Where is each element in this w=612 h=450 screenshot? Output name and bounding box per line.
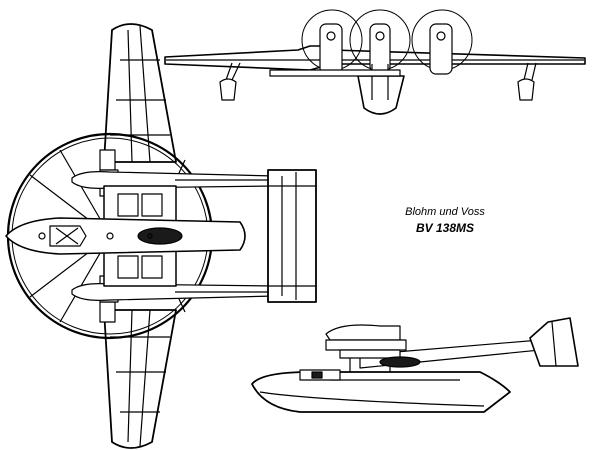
side-view (251, 317, 579, 413)
manufacturer-label: Blohm und Voss (405, 206, 485, 218)
model-label: BV 138MS (415, 221, 475, 235)
wing-upper (99, 23, 177, 197)
tail-booms (71, 171, 276, 301)
front-view (164, 9, 586, 115)
hull-plan (5, 217, 246, 255)
plan-view (5, 23, 317, 449)
tailplane (267, 169, 317, 303)
wing-lower (99, 275, 177, 449)
